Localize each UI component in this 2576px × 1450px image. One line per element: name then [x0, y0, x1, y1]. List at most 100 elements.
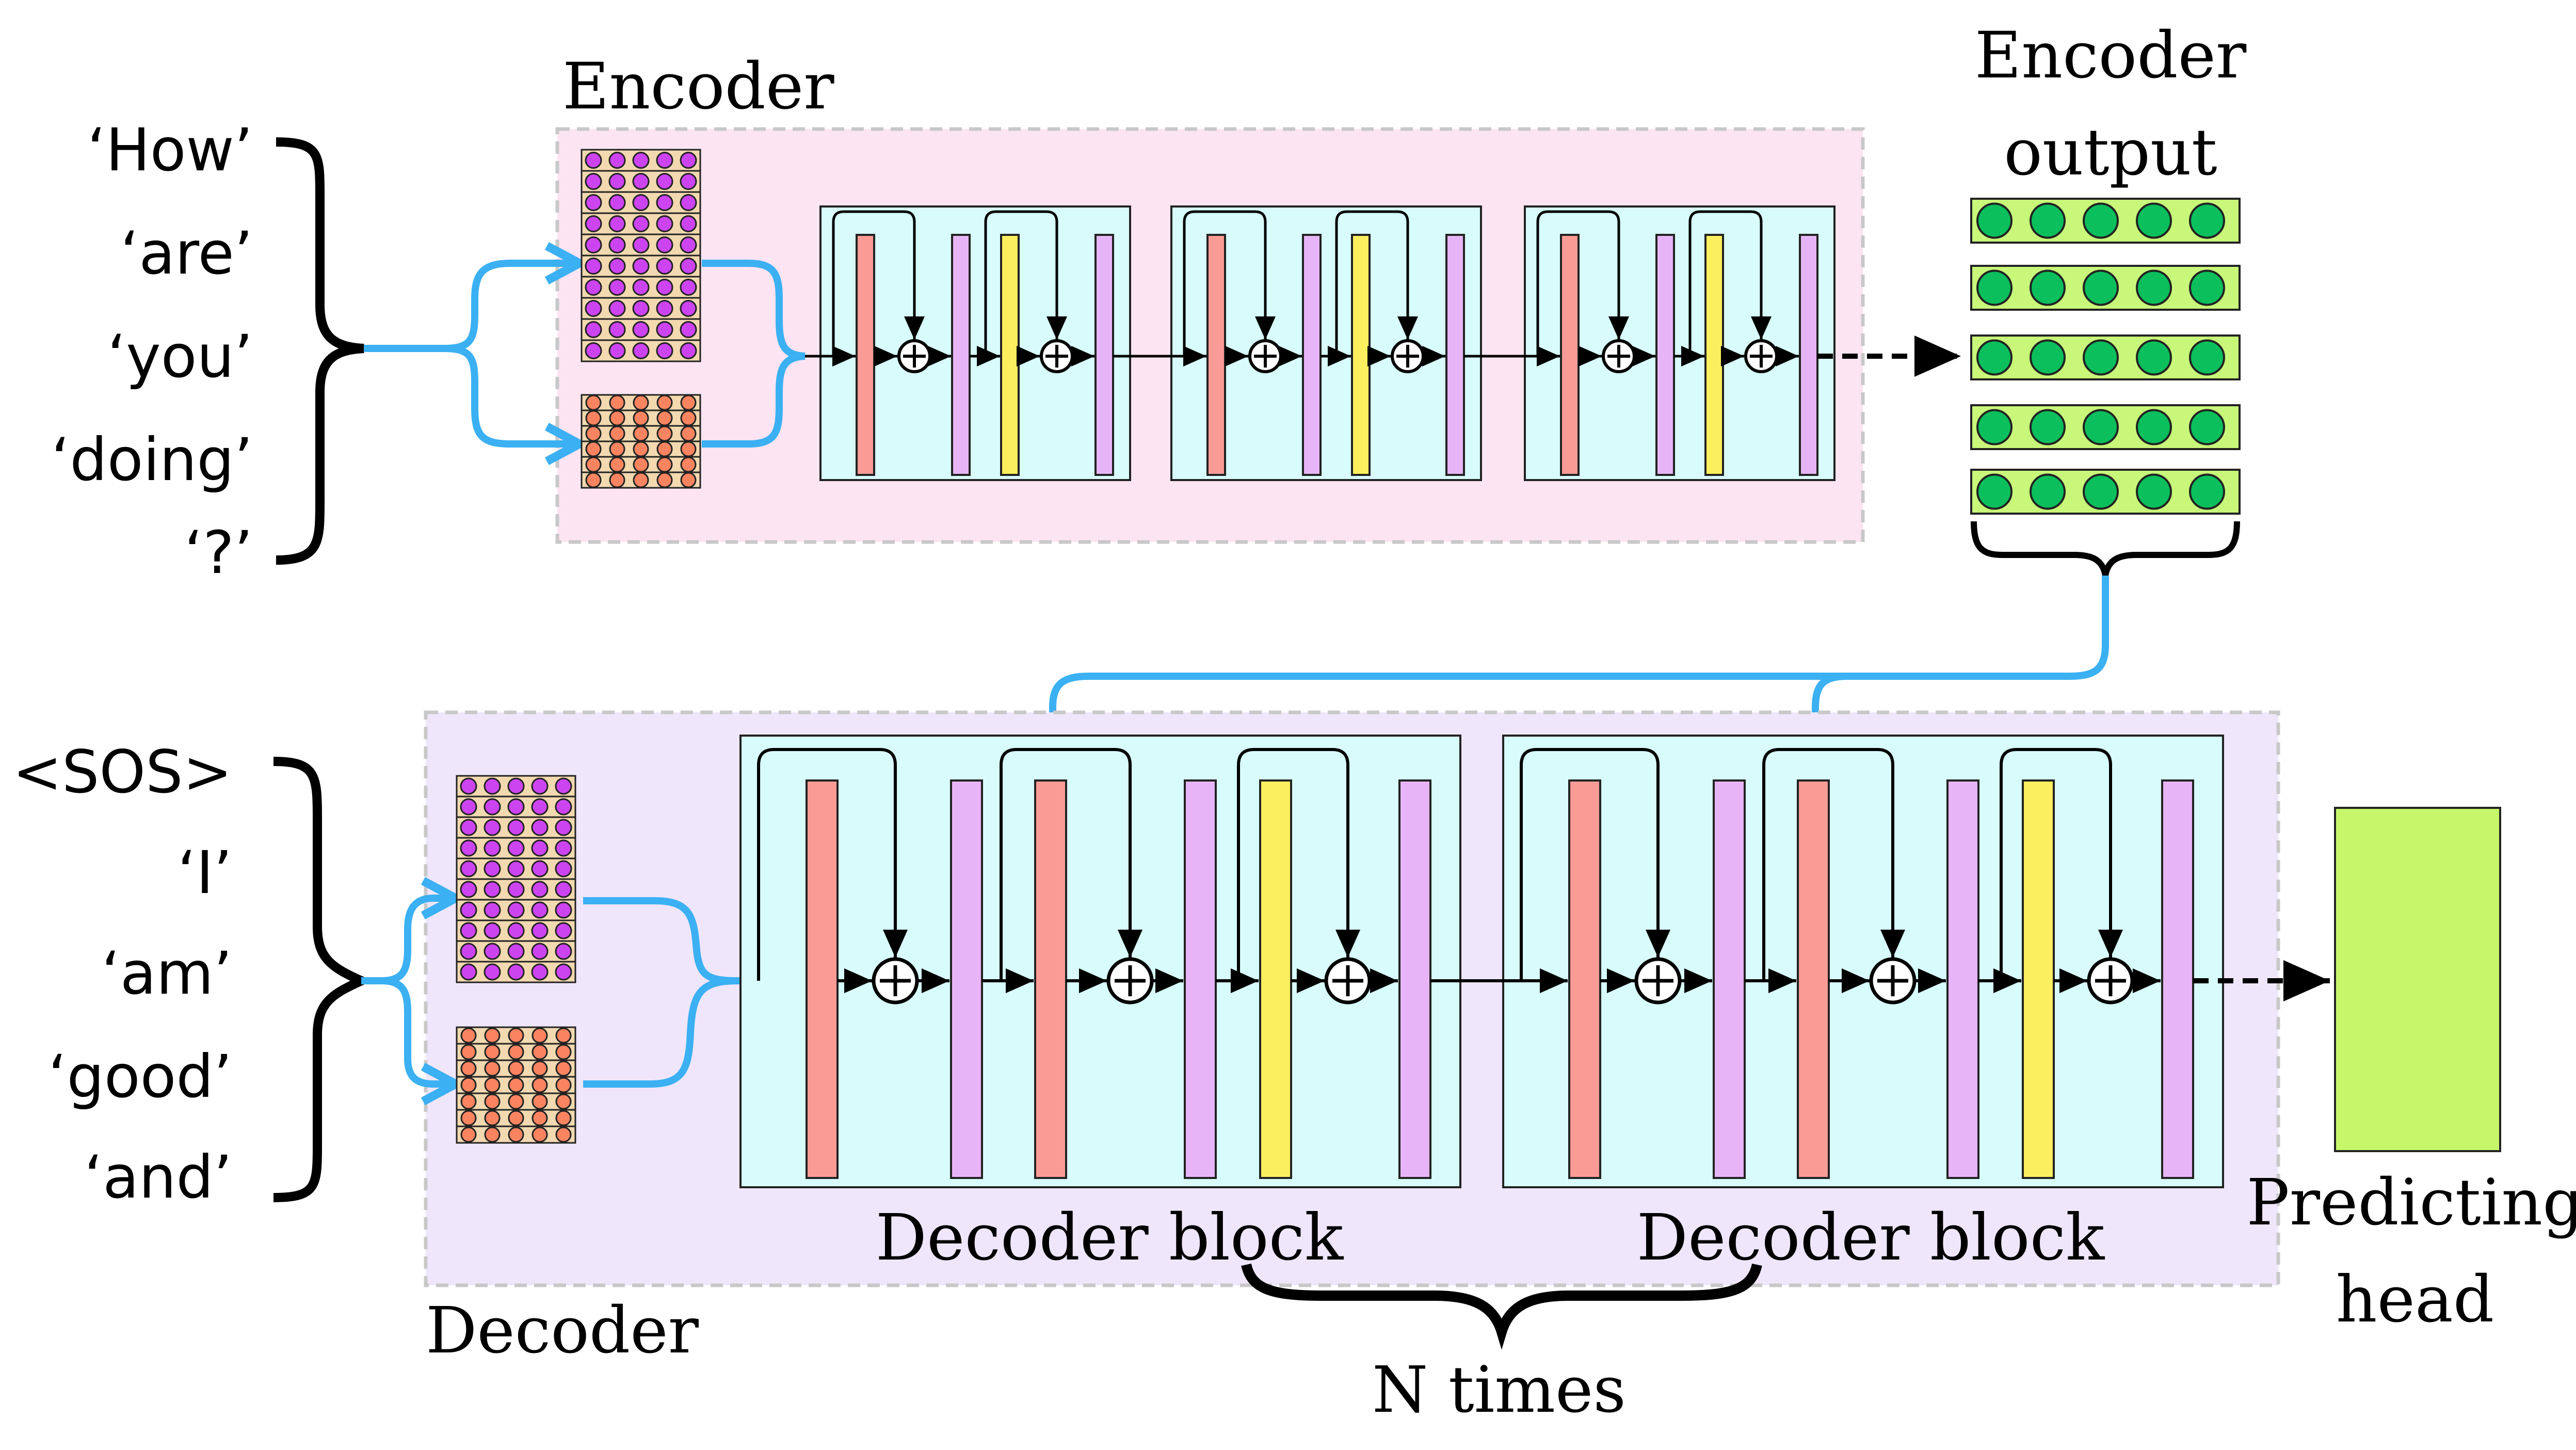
cross-attention-layer: [1797, 779, 1830, 1179]
decoder-token: ‘am’: [102, 939, 232, 1008]
decoder-block: [739, 735, 1461, 1188]
norm-layer: [950, 779, 983, 1179]
vector-element: [656, 194, 673, 211]
vector-element: [608, 236, 626, 253]
vector-element: [633, 410, 649, 426]
vector-element: [508, 1044, 524, 1060]
vector-element: [555, 1093, 572, 1110]
vector-element: [656, 425, 673, 442]
vector-element: [531, 922, 549, 939]
cross-attention-layer: [1034, 779, 1067, 1179]
decoder-token: ‘I’: [178, 838, 232, 907]
encoder-input-flow: [364, 242, 584, 352]
vector-element: [633, 441, 649, 457]
vector-element: [555, 1110, 572, 1126]
vector-element: [508, 1093, 524, 1110]
vector-element: [555, 798, 572, 816]
decoder-token-embedding-matrix: [456, 775, 576, 983]
add-icon: [1634, 957, 1682, 1005]
self-attention-layer: [856, 234, 875, 476]
vector-element: [555, 901, 572, 919]
residual-connection: [757, 748, 908, 981]
vector-element: [460, 1060, 477, 1077]
vector-element: [460, 881, 477, 898]
vector-element: [507, 881, 525, 898]
residual-connection: [1183, 210, 1276, 356]
vector-element: [508, 1027, 524, 1044]
vector-element: [532, 1060, 548, 1077]
vector-element: [531, 943, 549, 960]
vector-element: [656, 258, 673, 275]
vector-element: [633, 472, 649, 488]
residual-connection: [1520, 748, 1670, 981]
encoder-merge-flow: [702, 353, 806, 448]
add-icon: [897, 339, 931, 373]
vector-element: [484, 943, 501, 960]
vector-element: [507, 943, 525, 960]
vector-element: [460, 860, 477, 878]
vector-element: [585, 456, 602, 473]
vector-element: [484, 860, 501, 878]
vector-element: [585, 410, 602, 426]
encoder-blocks: [805, 205, 1836, 481]
vector-element: [632, 279, 650, 296]
vector-element: [531, 798, 549, 816]
decoder-input-tokens: <SOS> ‘I’ ‘am’ ‘good’ ‘and’: [13, 738, 233, 1212]
vector-element: [460, 1110, 477, 1126]
encoder-token: ‘you’: [107, 322, 253, 391]
vector-element: [585, 394, 602, 411]
vector-element: [460, 943, 477, 960]
vector-element: [608, 215, 626, 232]
encoder-output-title: Encoder: [1975, 19, 2247, 93]
decoder-blocks: [739, 735, 2224, 1188]
vector-element: [2030, 339, 2066, 376]
vector-element: [680, 279, 697, 296]
encoder-block: [805, 205, 1131, 481]
norm-layer: [1398, 779, 1431, 1179]
vector-element: [680, 441, 697, 457]
vector-element: [609, 425, 625, 442]
add-icon: [1391, 339, 1425, 373]
n-times-label: N times: [1372, 1353, 1626, 1427]
vector-element: [507, 798, 525, 816]
residual-connection: [1237, 748, 1360, 981]
vector-element: [680, 472, 697, 488]
encoder-token: ‘doing’: [51, 425, 253, 494]
vector-element: [656, 152, 673, 169]
vector-element: [555, 1126, 572, 1143]
vector-element: [656, 456, 673, 473]
vector-element: [555, 1044, 572, 1060]
vector-element: [484, 798, 501, 816]
vector-element: [633, 394, 649, 411]
feed-forward-layer: [1704, 234, 1724, 476]
vector-element: [632, 236, 650, 253]
vector-element: [484, 819, 501, 836]
vector-element: [1976, 473, 2013, 510]
encoder-token: ‘How’: [87, 116, 253, 184]
vector-element: [609, 456, 625, 473]
vector-element: [680, 215, 697, 232]
vector-element: [555, 943, 572, 960]
vector-element: [531, 901, 549, 919]
vector-element: [507, 901, 525, 919]
vector-element: [585, 342, 602, 359]
decoder-title: Decoder: [426, 1294, 699, 1368]
decoder-merge-flow: [583, 897, 738, 984]
vector-element: [555, 777, 572, 795]
encoder-token-embedding-matrix: [581, 149, 701, 362]
encoder-merge-flow: [702, 260, 806, 360]
vector-element: [2083, 473, 2119, 510]
vector-element: [585, 194, 602, 211]
vector-element: [460, 819, 477, 836]
vector-element: [555, 860, 572, 878]
vector-element: [680, 300, 697, 317]
vector-element: [585, 173, 602, 190]
vector-element: [2030, 269, 2066, 306]
add-icon: [2087, 957, 2134, 1005]
vector-element: [460, 1044, 477, 1060]
residual-connection: [832, 210, 925, 356]
decoder-merge-flow: [583, 959, 811, 1088]
residual-connection: [1762, 748, 1905, 981]
norm-layer: [2161, 779, 2194, 1179]
vector-element: [632, 152, 650, 169]
